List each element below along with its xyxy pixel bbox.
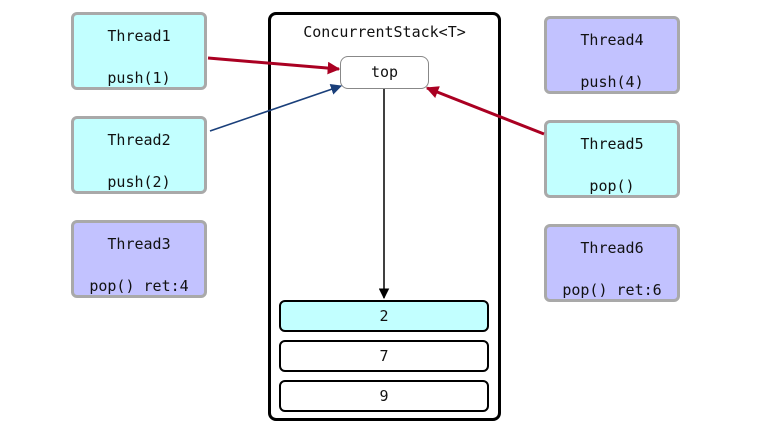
stack-item-top: 2 [279,300,489,332]
thread3-name: Thread3 [107,235,171,253]
thread2-to-top-arrow [209,83,343,132]
stack-title: ConcurrentStack<T> [303,23,466,41]
thread2-op: push(2) [107,173,171,191]
thread2-box: Thread2 push(2) [71,116,207,194]
thread5-name: Thread5 [580,135,644,153]
thread1-op: push(1) [107,69,171,87]
concurrent-stack-container: ConcurrentStack<T> [268,12,501,421]
thread1-box: Thread1 push(1) [71,12,207,90]
thread6-op: pop() ret:6 [562,281,662,299]
thread5-box: Thread5 pop() [544,120,680,198]
thread4-box: Thread4 push(4) [544,16,680,94]
stack-item-bottom: 9 [279,380,489,412]
top-pointer-box: top [340,56,429,89]
thread3-op: pop() ret:4 [89,277,189,295]
thread3-box: Thread3 pop() ret:4 [71,220,207,298]
thread5-op: pop() [589,177,635,195]
thread1-name: Thread1 [107,27,171,45]
stack-item-middle: 7 [279,340,489,372]
thread5-to-top-arrow [425,86,545,136]
thread4-name: Thread4 [580,31,644,49]
thread2-name: Thread2 [107,131,171,149]
thread1-to-top-arrow [207,56,341,75]
thread6-name: Thread6 [580,239,644,257]
thread4-op: push(4) [580,73,644,91]
thread6-box: Thread6 pop() ret:6 [544,224,680,302]
